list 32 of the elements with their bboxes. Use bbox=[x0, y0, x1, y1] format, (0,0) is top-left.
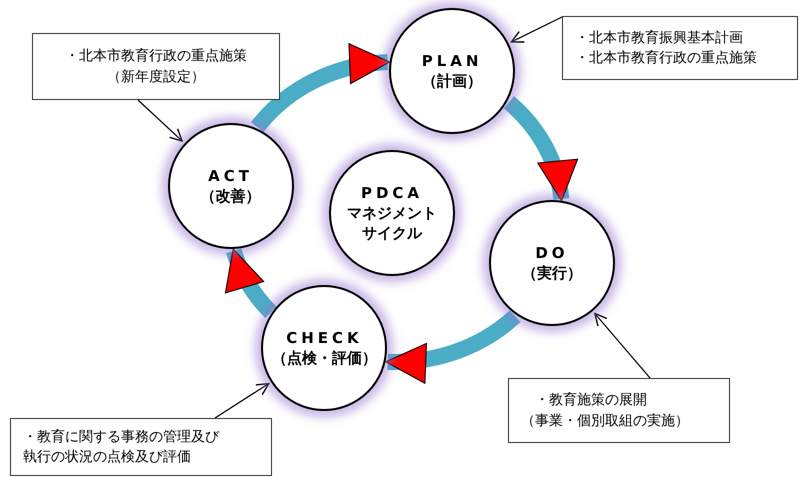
note-text: ・北本市教育行政の重点施策 bbox=[575, 49, 758, 68]
cycle-circle bbox=[488, 200, 615, 326]
note-text: ・北本市教育行政の重点施策（新年度設定） bbox=[64, 47, 248, 86]
stage-subtitle: （計画） bbox=[422, 71, 482, 92]
note-text: ・教育に関する事務の管理及び執行の状況の点検及び評価 bbox=[23, 428, 220, 467]
note-box bbox=[562, 16, 798, 80]
leader-arrow bbox=[510, 16, 562, 43]
cycle-circle bbox=[261, 284, 388, 411]
cycle-arrow bbox=[251, 45, 390, 132]
leader-arrow bbox=[214, 382, 270, 418]
stage-title: DO bbox=[535, 243, 569, 264]
cycle-circle bbox=[389, 8, 516, 134]
stage-title: ACT bbox=[208, 166, 253, 186]
stage-subtitle: （点検・評価） bbox=[272, 348, 377, 368]
stage-title: PDCA bbox=[360, 182, 424, 203]
cycle-arrow bbox=[503, 96, 576, 202]
leader-arrow bbox=[138, 100, 183, 142]
stage-subtitle: マネジメントサイクル bbox=[346, 202, 438, 244]
cycle-arrow bbox=[385, 310, 520, 382]
note-box bbox=[508, 378, 730, 443]
note-text: ・北本市教育振興基本計画 bbox=[575, 28, 744, 48]
stage-title: CHECK bbox=[286, 328, 363, 348]
cycle-circle bbox=[329, 150, 455, 276]
note-box bbox=[10, 418, 272, 476]
stage-title: PLAN bbox=[422, 50, 482, 72]
note-box bbox=[32, 33, 280, 100]
cycle-circle bbox=[168, 122, 294, 249]
stage-subtitle: （改善） bbox=[200, 186, 261, 206]
stage-subtitle: （実行） bbox=[522, 263, 582, 284]
cycle-arrow bbox=[226, 248, 277, 318]
note-text: ・教育施策の展開（事業・個別取組の実施） bbox=[521, 391, 690, 430]
leader-arrow bbox=[594, 312, 650, 378]
